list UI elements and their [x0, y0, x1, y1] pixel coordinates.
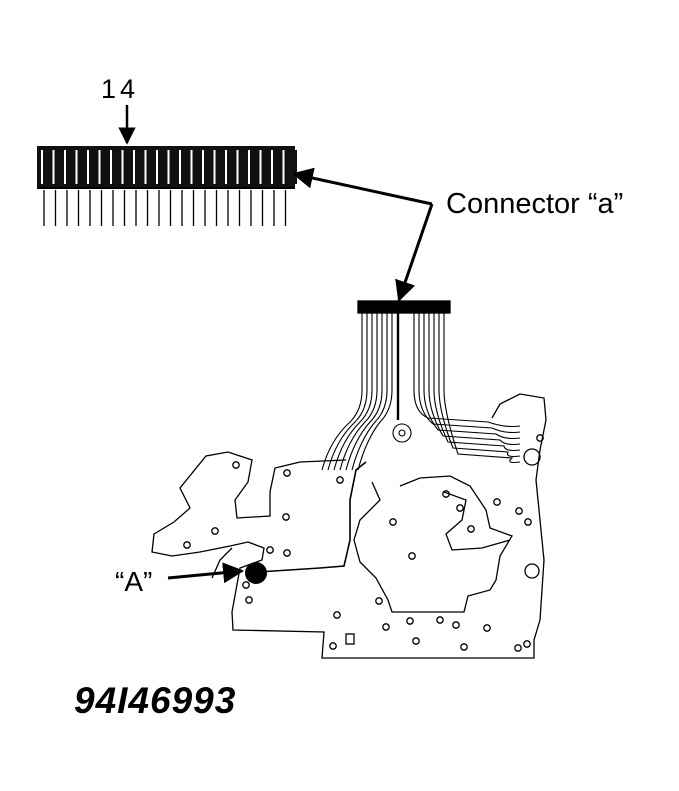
connector-a-strip: [37, 146, 297, 226]
point-a-dot: [245, 562, 267, 584]
callout-number-label: 14: [101, 74, 140, 104]
point-a-label: “A”: [115, 566, 153, 597]
connector-a-leaders: [291, 167, 434, 302]
connector-a-label: Connector “a”: [446, 188, 624, 220]
point-a-arrow: [167, 562, 245, 584]
flex-circuit-board: [151, 300, 547, 659]
figure-number: 94I46993: [74, 680, 237, 721]
